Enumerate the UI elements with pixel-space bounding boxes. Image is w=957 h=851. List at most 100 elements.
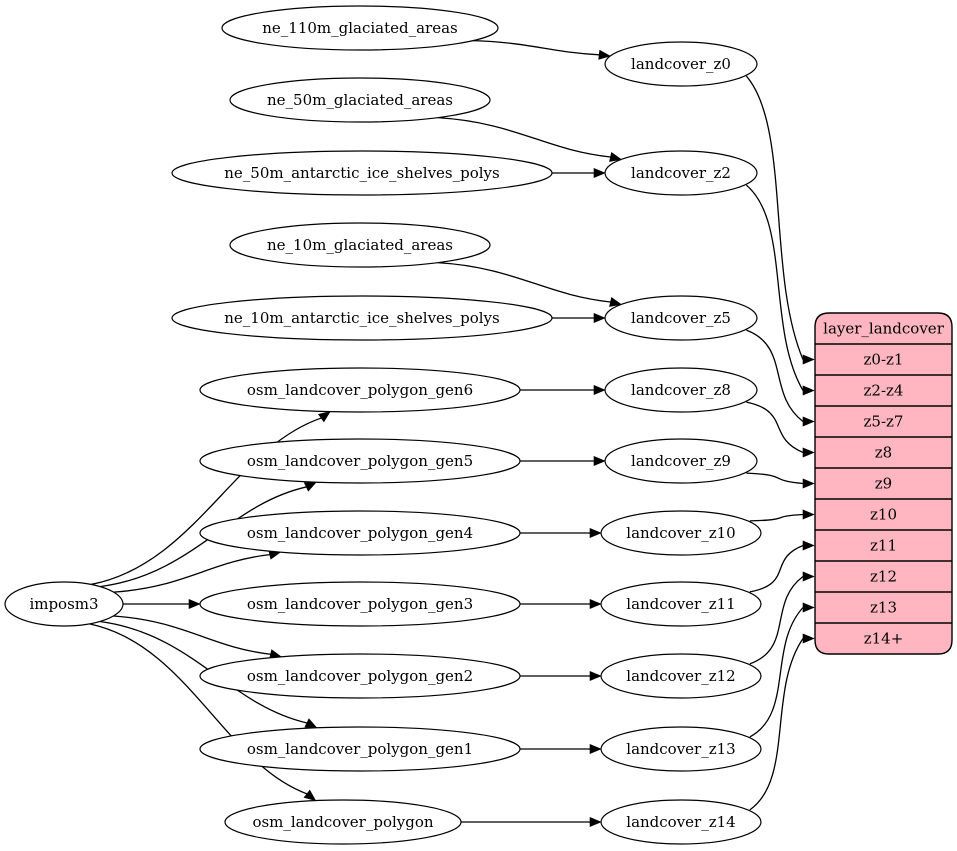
node-label: landcover_z2 bbox=[631, 164, 731, 182]
edge-landcover_z12-to-z12 bbox=[749, 575, 804, 665]
node-landcover_z14[interactable]: landcover_z14 bbox=[600, 799, 762, 845]
node-label: landcover_z0 bbox=[631, 55, 731, 73]
node-label: landcover_z9 bbox=[631, 452, 731, 470]
node-label: osm_landcover_polygon_gen3 bbox=[247, 595, 473, 613]
node-osm_landcover_polygon_gen5[interactable]: osm_landcover_polygon_gen5 bbox=[199, 438, 521, 484]
edge-landcover_z13-to-z13 bbox=[749, 607, 804, 738]
node-imposm3[interactable]: imposm3 bbox=[4, 581, 124, 627]
table-row-z8[interactable]: z8 bbox=[875, 444, 892, 462]
arrow-head bbox=[593, 167, 606, 179]
node-label: ne_110m_glaciated_areas bbox=[262, 19, 458, 37]
node-label: osm_landcover_polygon bbox=[252, 813, 433, 831]
node-landcover_z0[interactable]: landcover_z0 bbox=[604, 41, 758, 87]
node-landcover_z13[interactable]: landcover_z13 bbox=[600, 726, 762, 772]
node-ne_50m_glaciated_areas[interactable]: ne_50m_glaciated_areas bbox=[229, 77, 491, 123]
arrow-head bbox=[802, 509, 815, 520]
node-label: landcover_z13 bbox=[626, 740, 735, 758]
edge-ne_10m_glaciated_areas-to-landcover_z5 bbox=[437, 262, 611, 303]
node-label: ne_10m_antarctic_ice_shelves_polys bbox=[224, 309, 499, 327]
arrow-head bbox=[593, 455, 606, 467]
node-landcover_z9[interactable]: landcover_z9 bbox=[604, 438, 758, 484]
table-row-z5-z7[interactable]: z5-z7 bbox=[864, 413, 904, 431]
arrow-head bbox=[609, 296, 622, 307]
edge-landcover_z9-to-z9 bbox=[746, 472, 804, 485]
edge-ne_50m_glaciated_areas-to-landcover_z2 bbox=[437, 117, 611, 158]
table-row-z9[interactable]: z9 bbox=[875, 475, 892, 493]
edges-layer bbox=[89, 40, 815, 828]
node-landcover_z8[interactable]: landcover_z8 bbox=[604, 367, 758, 413]
table-title: layer_landcover bbox=[823, 320, 945, 338]
arrow-head bbox=[802, 540, 815, 551]
node-landcover_z12[interactable]: landcover_z12 bbox=[600, 653, 762, 699]
node-osm_landcover_polygon_gen2[interactable]: osm_landcover_polygon_gen2 bbox=[199, 653, 521, 699]
edge-imposm3-to-osm_landcover_polygon_gen4 bbox=[113, 554, 270, 593]
arrow-head bbox=[317, 411, 331, 423]
table-row-z11[interactable]: z11 bbox=[870, 537, 897, 555]
node-osm_landcover_polygon_gen4[interactable]: osm_landcover_polygon_gen4 bbox=[199, 510, 521, 556]
edge-imposm3-to-osm_landcover_polygon_gen2 bbox=[113, 615, 271, 655]
edge-landcover_z14-to-z14+ bbox=[749, 638, 804, 811]
arrow-head bbox=[802, 354, 815, 365]
arrow-head bbox=[802, 571, 815, 582]
table-row-z12[interactable]: z12 bbox=[870, 568, 897, 586]
edge-ne_110m_glaciated_areas-to-landcover_z0 bbox=[472, 40, 600, 56]
node-label: ne_50m_antarctic_ice_shelves_polys bbox=[224, 164, 499, 182]
table-row-z2-z4[interactable]: z2-z4 bbox=[864, 382, 904, 400]
node-label: landcover_z8 bbox=[631, 381, 731, 399]
node-landcover_z2[interactable]: landcover_z2 bbox=[604, 150, 758, 196]
arrow-head bbox=[188, 598, 201, 610]
edge-imposm3-to-osm_landcover_polygon bbox=[89, 623, 308, 795]
edge-landcover_z2-to-z2-z4 bbox=[745, 184, 804, 391]
arrow-head bbox=[303, 789, 317, 802]
node-landcover_z10[interactable]: landcover_z10 bbox=[600, 510, 762, 556]
arrow-head bbox=[609, 151, 622, 162]
node-label: osm_landcover_polygon_gen4 bbox=[247, 524, 473, 542]
arrow-head bbox=[589, 598, 602, 610]
table-row-z10[interactable]: z10 bbox=[870, 506, 897, 524]
table-outline bbox=[814, 312, 953, 655]
node-label: osm_landcover_polygon_gen5 bbox=[247, 452, 473, 470]
arrow-head bbox=[802, 478, 815, 489]
node-label: osm_landcover_polygon_gen1 bbox=[247, 740, 473, 758]
arrow-head bbox=[589, 816, 602, 828]
node-ne_110m_glaciated_areas[interactable]: ne_110m_glaciated_areas bbox=[221, 5, 499, 51]
node-label: landcover_z10 bbox=[626, 524, 735, 542]
edge-landcover_z0-to-z0-z1 bbox=[745, 75, 804, 360]
table-row-z14+[interactable]: z14+ bbox=[864, 630, 904, 648]
node-landcover_z11[interactable]: landcover_z11 bbox=[600, 581, 762, 627]
arrow-head bbox=[304, 718, 318, 729]
node-ne_50m_antarctic_ice_shelves_polys[interactable]: ne_50m_antarctic_ice_shelves_polys bbox=[171, 150, 553, 196]
layer-landcover-table: layer_landcover z0-z1 z2-z4 z5-z7 z8 z9 z10 z11… bbox=[814, 312, 953, 655]
arrow-head bbox=[598, 49, 611, 60]
arrow-head bbox=[802, 633, 815, 644]
arrow-head bbox=[303, 481, 317, 492]
arrow-head bbox=[802, 447, 815, 458]
node-label: ne_10m_glaciated_areas bbox=[267, 236, 453, 254]
table-row-z0-z1[interactable]: z0-z1 bbox=[864, 351, 904, 369]
node-label: landcover_z5 bbox=[631, 309, 731, 327]
node-osm_landcover_polygon[interactable]: osm_landcover_polygon bbox=[224, 799, 462, 845]
node-label: ne_50m_glaciated_areas bbox=[267, 91, 453, 109]
arrow-head bbox=[802, 416, 815, 427]
arrow-head bbox=[589, 527, 602, 539]
node-label: landcover_z12 bbox=[626, 667, 735, 685]
arrow-head bbox=[589, 743, 602, 755]
node-osm_landcover_polygon_gen3[interactable]: osm_landcover_polygon_gen3 bbox=[199, 581, 521, 627]
table-row-z13[interactable]: z13 bbox=[870, 599, 897, 617]
node-label: imposm3 bbox=[29, 595, 98, 613]
node-ne_10m_antarctic_ice_shelves_polys[interactable]: ne_10m_antarctic_ice_shelves_polys bbox=[171, 295, 553, 341]
edge-landcover_z11-to-z11 bbox=[749, 544, 804, 593]
node-osm_landcover_polygon_gen6[interactable]: osm_landcover_polygon_gen6 bbox=[199, 367, 521, 413]
node-label: landcover_z14 bbox=[626, 813, 735, 831]
edge-landcover_z10-to-z10 bbox=[749, 513, 804, 522]
node-landcover_z5[interactable]: landcover_z5 bbox=[604, 295, 758, 341]
node-ne_10m_glaciated_areas[interactable]: ne_10m_glaciated_areas bbox=[229, 222, 491, 268]
node-osm_landcover_polygon_gen1[interactable]: osm_landcover_polygon_gen1 bbox=[199, 726, 521, 772]
edge-landcover_z8-to-z8 bbox=[746, 401, 804, 454]
edge-imposm3-to-osm_landcover_polygon_gen6 bbox=[90, 417, 322, 586]
arrow-head bbox=[589, 670, 602, 682]
arrow-head bbox=[802, 602, 815, 613]
node-label: osm_landcover_polygon_gen6 bbox=[247, 381, 473, 399]
arrow-head bbox=[593, 384, 606, 396]
arrow-head bbox=[593, 312, 606, 324]
